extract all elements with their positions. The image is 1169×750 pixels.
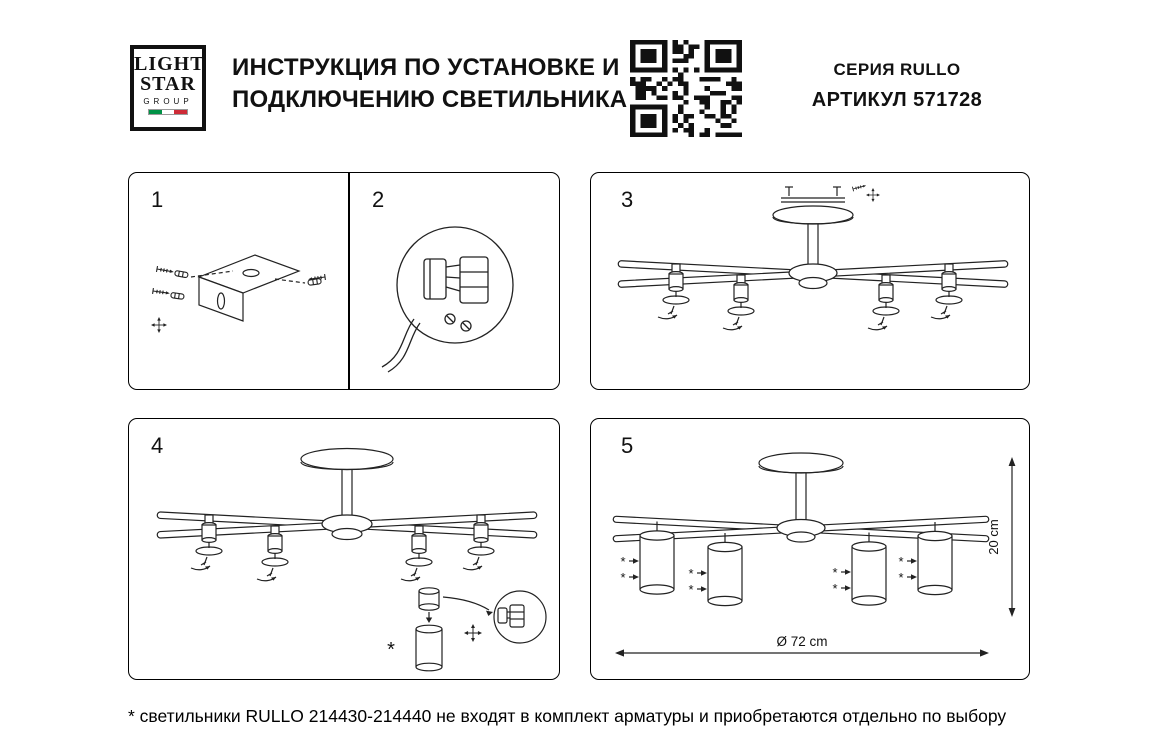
lamp-holder-drawing xyxy=(930,263,963,320)
shade-asterisk: * xyxy=(688,582,693,597)
lamp-cylinder-drawing xyxy=(415,624,443,672)
step-3-diagram-frame xyxy=(617,182,1009,331)
panel-step-3: 3 xyxy=(590,172,1030,390)
diameter-dimension-label: Ø 72 cm xyxy=(776,634,827,649)
page-title: ИНСТРУКЦИЯ ПО УСТАНОВКЕ И ПОДКЛЮЧЕНИЮ СВ… xyxy=(232,52,627,117)
lamp-holder-drawing xyxy=(462,514,495,571)
step-5-diagram-frame: * * * * * * * * 20 cm Ø 72 cm xyxy=(612,452,1016,657)
canopy-drawing xyxy=(758,452,844,520)
height-dimension-line xyxy=(1008,457,1016,617)
article-label: АРТИКУЛ 571728 xyxy=(811,89,983,111)
step-3-number: 3 xyxy=(621,187,634,212)
canopy-drawing xyxy=(772,205,854,265)
panel-step-4: 4 xyxy=(128,418,560,680)
step-2-diagram-wiring xyxy=(381,226,514,373)
step-5-number: 5 xyxy=(621,433,634,458)
shade-asterisk: * xyxy=(832,581,837,596)
shade-asterisk: * xyxy=(898,554,903,569)
mounting-strip-drawing xyxy=(781,186,845,203)
wiring-detail-drawing xyxy=(381,226,514,373)
brand-block: СЕРИЯ RULLO АРТИКУЛ 571728 xyxy=(790,60,1004,112)
shade-asterisk: * xyxy=(832,565,837,580)
step-1-diagram-bracket xyxy=(150,254,326,334)
lamp-shade-drawing xyxy=(917,521,953,596)
qr-code-icon xyxy=(630,40,742,137)
logo-line2: STAR xyxy=(140,73,196,96)
step-4-number: 4 xyxy=(151,433,164,458)
lightstar-logo: LIGHT STAR GROUP xyxy=(130,45,206,131)
shade-asterisk: * xyxy=(898,570,903,585)
lamp-holder-drawing xyxy=(256,525,289,582)
separate-purchase-asterisk: * xyxy=(387,639,395,661)
italian-flag-icon xyxy=(148,108,188,115)
panel-step-5: 5 xyxy=(590,418,1030,680)
step-2-number: 2 xyxy=(372,187,385,212)
shade-asterisk: * xyxy=(688,566,693,581)
socket-detail-drawing xyxy=(418,587,547,644)
logo-line1: LIGHT xyxy=(134,53,205,75)
lamp-holder-drawing xyxy=(400,525,433,582)
lamp-holder-drawing xyxy=(657,263,690,320)
panel-steps-1-2: 1 2 xyxy=(128,172,560,390)
lamp-holder-drawing xyxy=(722,274,755,331)
shade-asterisk: * xyxy=(620,554,625,569)
lamp-shade-drawing xyxy=(707,532,743,607)
series-label: СЕРИЯ RULLO xyxy=(833,60,961,79)
diameter-dimension-line xyxy=(615,649,989,657)
logo-line3: GROUP xyxy=(143,96,193,106)
lamp-holder-drawing xyxy=(190,514,223,571)
height-dimension-label: 20 cm xyxy=(986,519,1001,554)
shade-asterisk: * xyxy=(620,570,625,585)
title-line-2: ПОДКЛЮЧЕНИЮ СВЕТИЛЬНИКА xyxy=(232,86,628,114)
canopy-drawing xyxy=(300,447,394,516)
shade-arrows xyxy=(629,558,917,592)
lamp-holder-drawing xyxy=(867,274,900,331)
lamp-shade-drawing xyxy=(639,520,675,595)
title-line-1: ИНСТРУКЦИЯ ПО УСТАНОВКЕ И xyxy=(232,54,620,81)
step-1-number: 1 xyxy=(151,187,164,212)
panel-divider xyxy=(348,173,350,389)
mounting-bracket-drawing xyxy=(190,254,306,322)
footnote: * светильники RULLO 214430-214440 не вхо… xyxy=(128,706,1007,726)
step-4-diagram-frame: * xyxy=(156,447,547,672)
lamp-shade-drawing xyxy=(851,531,887,606)
